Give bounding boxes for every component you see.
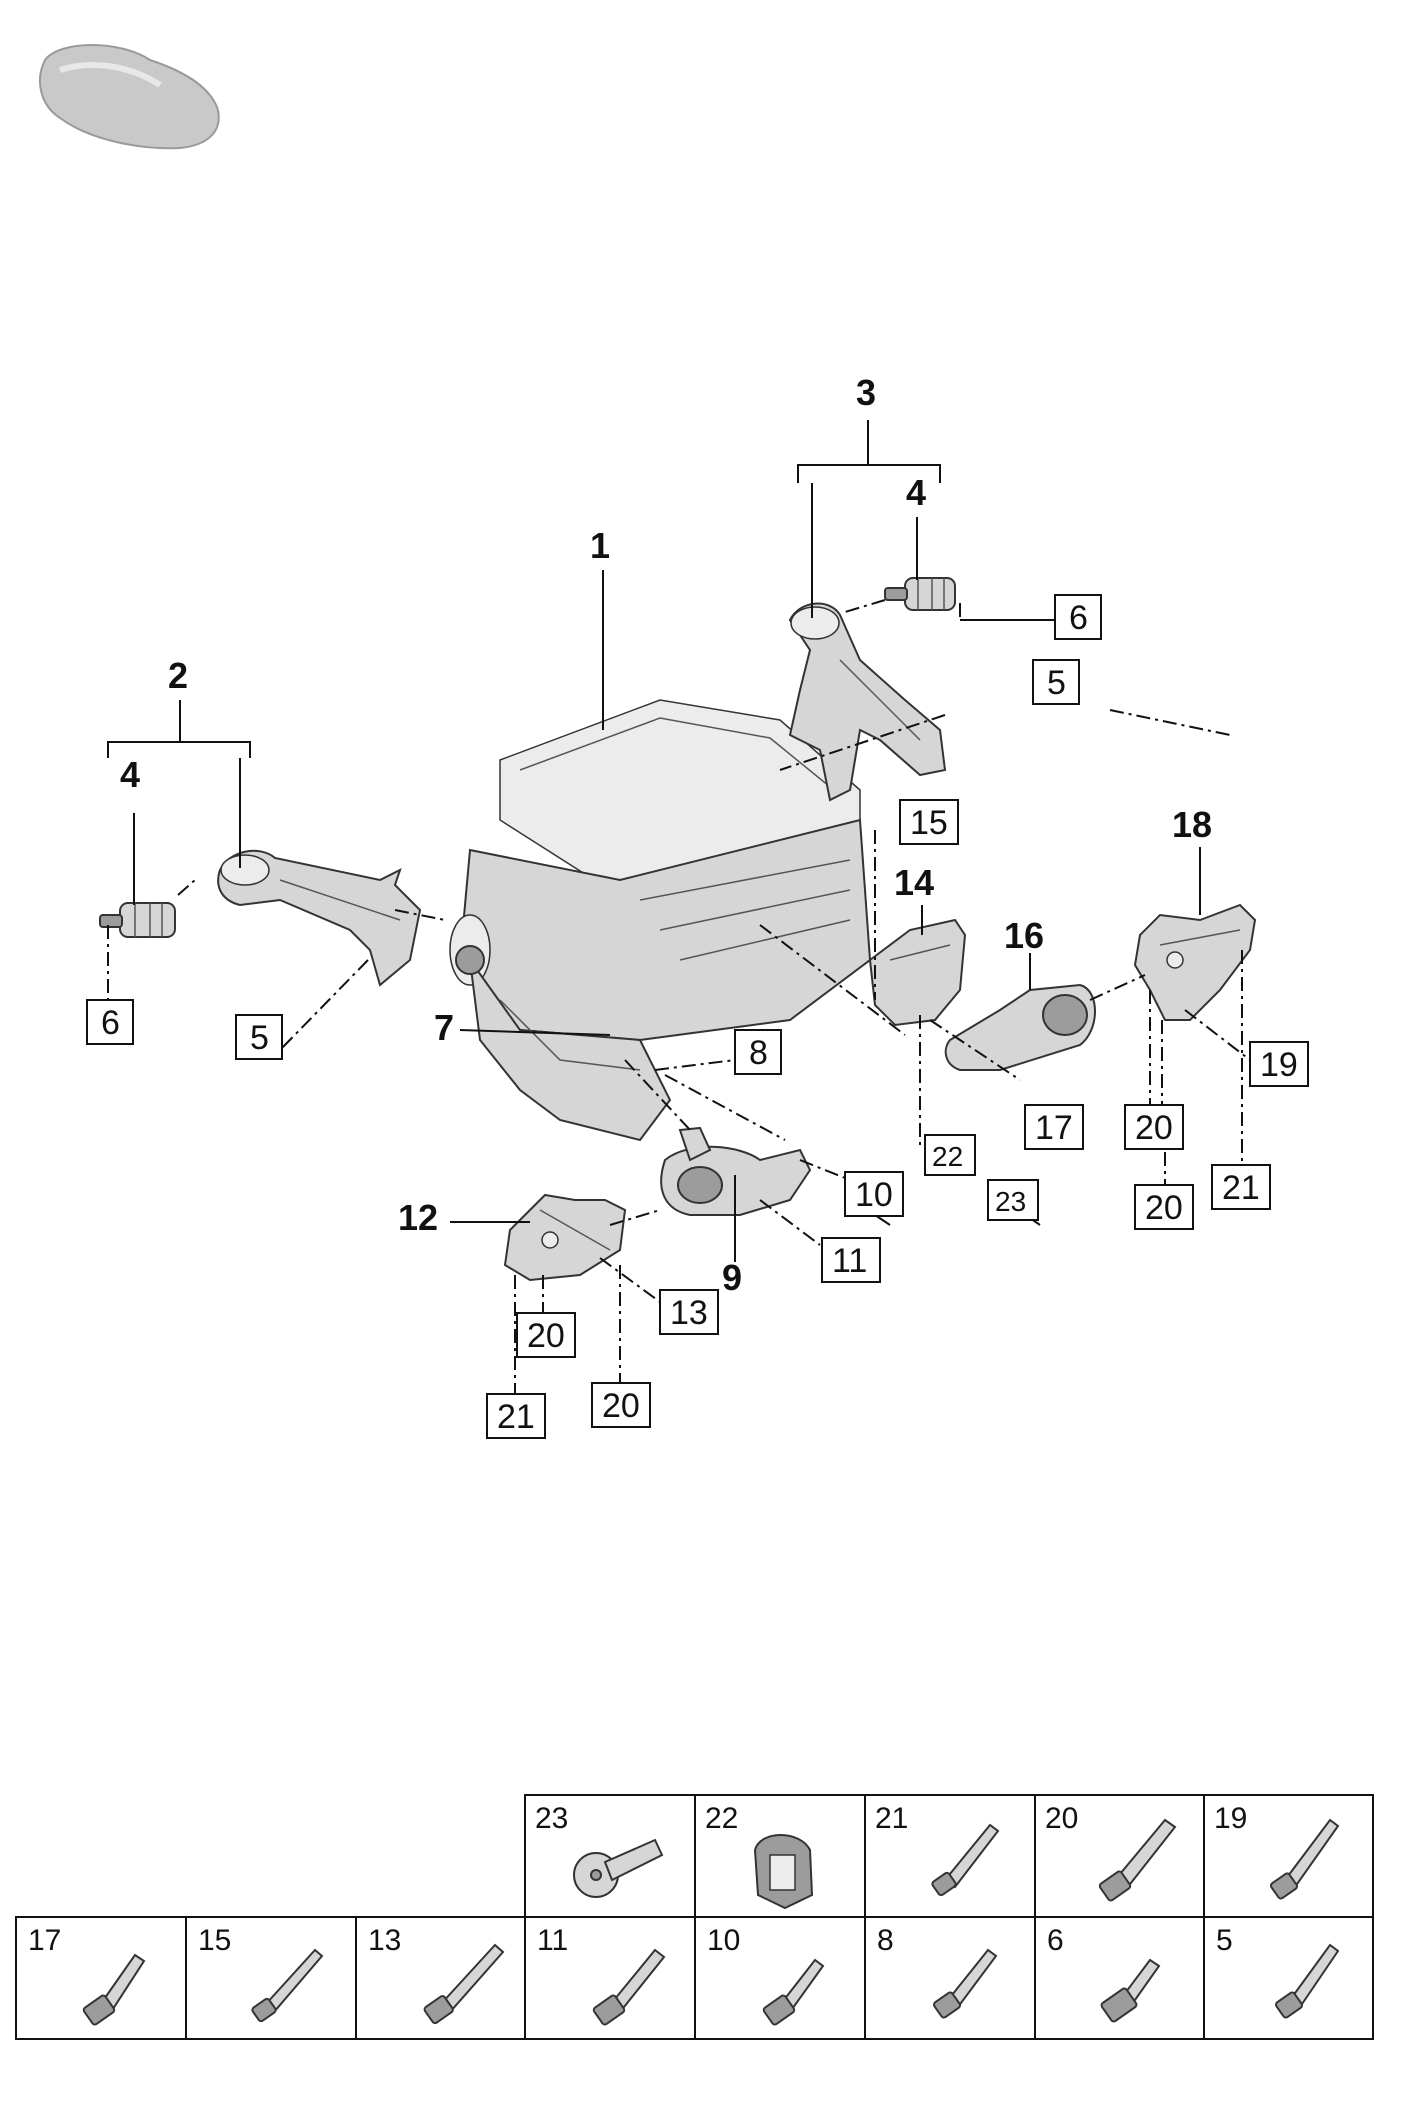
svg-text:15: 15 bbox=[910, 804, 948, 842]
svg-text:11: 11 bbox=[832, 1242, 867, 1280]
callout-18: 18 bbox=[1172, 804, 1212, 845]
bolt-icon bbox=[573, 1838, 664, 1898]
mount-bracket-right bbox=[788, 602, 947, 802]
electric-drive-unit bbox=[449, 699, 872, 1142]
callout-7: 7 bbox=[434, 1007, 454, 1048]
boxed-callout-6-left: 6 bbox=[86, 999, 134, 1045]
mount-bracket-lower bbox=[503, 1193, 627, 1282]
callout-4-left: 4 bbox=[120, 754, 140, 795]
car-silhouette-icon bbox=[39, 44, 220, 150]
boxed-callout-21-a: 21 bbox=[486, 1393, 546, 1439]
svg-text:20: 20 bbox=[527, 1317, 565, 1355]
screw-icon bbox=[1098, 1818, 1177, 1902]
callout-12: 12 bbox=[398, 1197, 438, 1238]
table-cell-6: 6 bbox=[1047, 1924, 1064, 1957]
engine-mount-16 bbox=[944, 983, 1096, 1071]
rubber-bushing-left bbox=[99, 902, 176, 938]
mount-bracket-18 bbox=[1133, 903, 1257, 1021]
callout-3: 3 bbox=[856, 372, 876, 413]
boxed-callout-20-a: 20 bbox=[516, 1312, 576, 1358]
table-cell-19: 19 bbox=[1214, 1802, 1247, 1835]
svg-text:23: 23 bbox=[995, 1186, 1026, 1217]
table-cell-8: 8 bbox=[877, 1924, 894, 1957]
screw-icon bbox=[933, 1948, 998, 2019]
table-cell-17: 17 bbox=[28, 1924, 61, 1957]
svg-text:6: 6 bbox=[101, 1004, 120, 1042]
screw-icon bbox=[82, 1953, 146, 2026]
fastener-table: 23 22 21 20 19 17 15 13 11 10 8 6 5 bbox=[15, 1794, 1374, 2040]
svg-text:21: 21 bbox=[497, 1398, 535, 1436]
boxed-callout-11: 11 bbox=[821, 1237, 881, 1283]
callout-16: 16 bbox=[1004, 915, 1044, 956]
screw-icon bbox=[592, 1948, 666, 2026]
boxed-callout-6-right: 6 bbox=[1054, 594, 1102, 640]
boxed-callout-20-c: 20 bbox=[1124, 1104, 1184, 1150]
boxed-callout-8: 8 bbox=[734, 1029, 782, 1075]
table-cell-22: 22 bbox=[705, 1802, 738, 1835]
screw-icon bbox=[931, 1823, 1000, 1897]
callout-4-right: 4 bbox=[906, 472, 926, 513]
screw-icon bbox=[251, 1948, 324, 2023]
svg-text:5: 5 bbox=[250, 1019, 269, 1057]
mount-bracket-left bbox=[217, 849, 422, 987]
table-cell-13: 13 bbox=[368, 1924, 401, 1957]
rubber-bushing-right bbox=[884, 577, 956, 611]
svg-text:17: 17 bbox=[1035, 1109, 1073, 1147]
boxed-callout-17: 17 bbox=[1024, 1104, 1084, 1150]
clip-icon bbox=[753, 1834, 814, 1910]
boxed-callout-20-b: 20 bbox=[591, 1382, 651, 1428]
screw-icon bbox=[1100, 1958, 1161, 2023]
screw-icon bbox=[762, 1958, 825, 2026]
callout-2: 2 bbox=[168, 655, 188, 696]
boxed-callout-5-right: 5 bbox=[1032, 659, 1080, 705]
svg-text:5: 5 bbox=[1047, 664, 1066, 702]
callout-14: 14 bbox=[894, 862, 934, 903]
svg-text:22: 22 bbox=[932, 1141, 963, 1172]
table-cell-5: 5 bbox=[1216, 1924, 1233, 1957]
boxed-callout-22: 22 bbox=[924, 1134, 976, 1176]
boxed-callout-13: 13 bbox=[659, 1289, 719, 1335]
mount-bracket-14 bbox=[868, 918, 967, 1027]
svg-text:20: 20 bbox=[1145, 1189, 1183, 1227]
screw-icon bbox=[423, 1943, 505, 2025]
boxed-callout-10: 10 bbox=[844, 1171, 904, 1217]
table-cell-15: 15 bbox=[198, 1924, 231, 1957]
boxed-callout-23: 23 bbox=[987, 1179, 1039, 1221]
callout-9: 9 bbox=[722, 1257, 742, 1298]
svg-text:19: 19 bbox=[1260, 1046, 1298, 1084]
boxed-callout-19: 19 bbox=[1249, 1041, 1309, 1087]
table-cell-21: 21 bbox=[875, 1802, 908, 1835]
boxed-callout-20-d: 20 bbox=[1134, 1184, 1194, 1230]
boxed-callout-21-b: 21 bbox=[1211, 1164, 1271, 1210]
svg-text:6: 6 bbox=[1069, 599, 1088, 637]
boxed-callout-5-left: 5 bbox=[235, 1014, 283, 1060]
callout-1: 1 bbox=[590, 525, 610, 566]
table-cell-10: 10 bbox=[707, 1924, 740, 1957]
table-cell-23: 23 bbox=[535, 1802, 568, 1835]
screw-icon bbox=[1270, 1818, 1340, 1900]
svg-text:20: 20 bbox=[1135, 1109, 1173, 1147]
screw-icon bbox=[1275, 1943, 1340, 2019]
svg-text:8: 8 bbox=[749, 1034, 768, 1072]
svg-text:20: 20 bbox=[602, 1387, 640, 1425]
table-cell-11: 11 bbox=[537, 1924, 568, 1957]
svg-text:10: 10 bbox=[855, 1176, 893, 1214]
svg-text:21: 21 bbox=[1222, 1169, 1260, 1207]
boxed-callout-15: 15 bbox=[899, 799, 959, 845]
table-cell-20: 20 bbox=[1045, 1802, 1078, 1835]
svg-text:13: 13 bbox=[670, 1294, 708, 1332]
